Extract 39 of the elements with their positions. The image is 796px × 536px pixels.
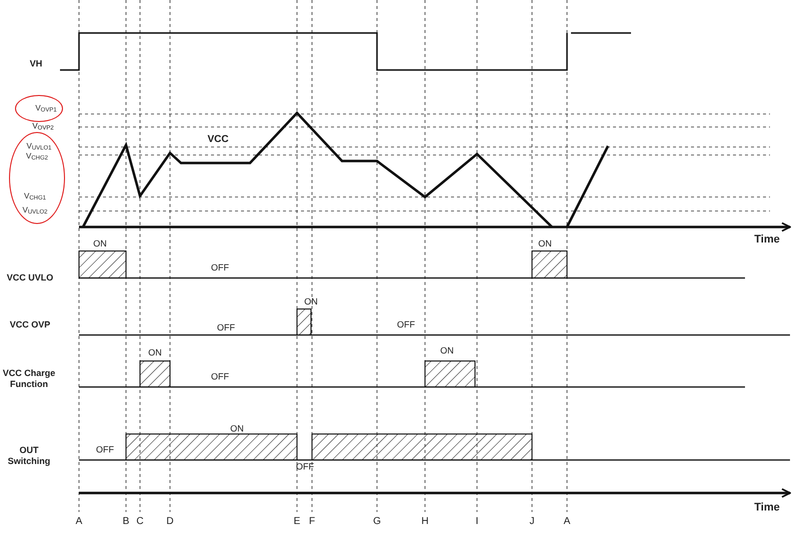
signal-name: VCC Charge Function xyxy=(2,368,56,390)
time-marker: I xyxy=(476,516,478,528)
time-marker: D xyxy=(166,516,174,528)
state-label: ON xyxy=(230,424,244,434)
state-label: ON xyxy=(93,238,107,250)
threshold-label: V$_{OVP1}$ xyxy=(35,104,57,114)
time-marker: B xyxy=(122,516,130,528)
state-label: OFF xyxy=(397,320,415,330)
state-label: ON xyxy=(440,346,454,356)
waveform-label: VCC xyxy=(207,134,229,146)
state-label: ON xyxy=(304,296,318,308)
threshold-label: V$_{OVP2}$ xyxy=(32,121,54,133)
state-label: OFF xyxy=(296,462,314,472)
state-label: ON xyxy=(538,238,552,250)
time-marker: A xyxy=(564,516,570,528)
axis-label: Time xyxy=(754,501,780,515)
signal-name: VH xyxy=(30,58,42,70)
time-marker: J xyxy=(530,516,534,528)
ellipse-callout xyxy=(15,95,63,122)
time-marker: A xyxy=(76,516,82,528)
signal-name: VCC OVP xyxy=(10,320,50,330)
state-label: ON xyxy=(148,348,162,358)
threshold-label: V$_{UVLO2}$ xyxy=(22,206,48,216)
state-label: OFF xyxy=(96,444,114,456)
threshold-label: V$_{CHG2}$ xyxy=(26,152,48,162)
time-marker: F xyxy=(308,516,316,528)
time-marker: H xyxy=(421,516,429,528)
time-marker: C xyxy=(136,516,144,528)
signal-name: VCC UVLO xyxy=(6,272,54,284)
state-label: OFF xyxy=(211,262,229,274)
threshold-label: V$_{UVLO1}$ xyxy=(26,142,52,152)
ellipse-callout xyxy=(9,132,65,224)
state-label: OFF xyxy=(211,372,229,382)
time-marker: E xyxy=(294,516,300,528)
threshold-label: V$_{CHG1}$ xyxy=(24,192,46,202)
axis-label: Time xyxy=(754,233,780,247)
state-label: OFF xyxy=(217,322,235,334)
signal-name: OUT Switching xyxy=(6,445,52,467)
time-marker: G xyxy=(373,516,381,528)
